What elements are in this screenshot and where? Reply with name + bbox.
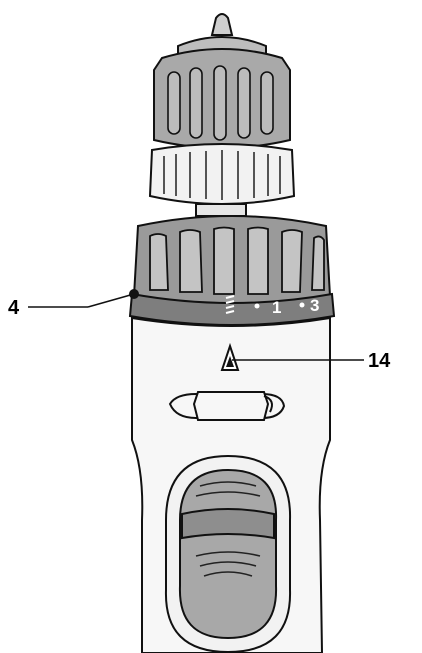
- direction-switch: [168, 391, 286, 421]
- keyless-chuck: [148, 13, 296, 217]
- callout-label-4: 4: [8, 297, 20, 319]
- chuck-neck: [195, 203, 247, 217]
- torque-scale-band: [128, 292, 336, 326]
- chuck-tip: [210, 13, 234, 36]
- scale-label-3: 3: [310, 296, 319, 315]
- torque-setting-ring: [128, 215, 336, 326]
- position-indicator-arrow-inner: [226, 356, 234, 367]
- drill-mode-icon: [225, 295, 235, 314]
- torque-scale: 1 3: [225, 295, 319, 317]
- trigger-switch: [164, 454, 292, 653]
- scale-dot: [299, 302, 305, 308]
- scale-label-1: 1: [272, 298, 281, 317]
- callout-4: 4: [8, 289, 139, 319]
- scale-dot: [254, 303, 260, 309]
- callout-14: 14: [232, 350, 391, 372]
- torque-setting-ring-marker: [129, 289, 139, 299]
- callout-label-14: 14: [368, 350, 391, 372]
